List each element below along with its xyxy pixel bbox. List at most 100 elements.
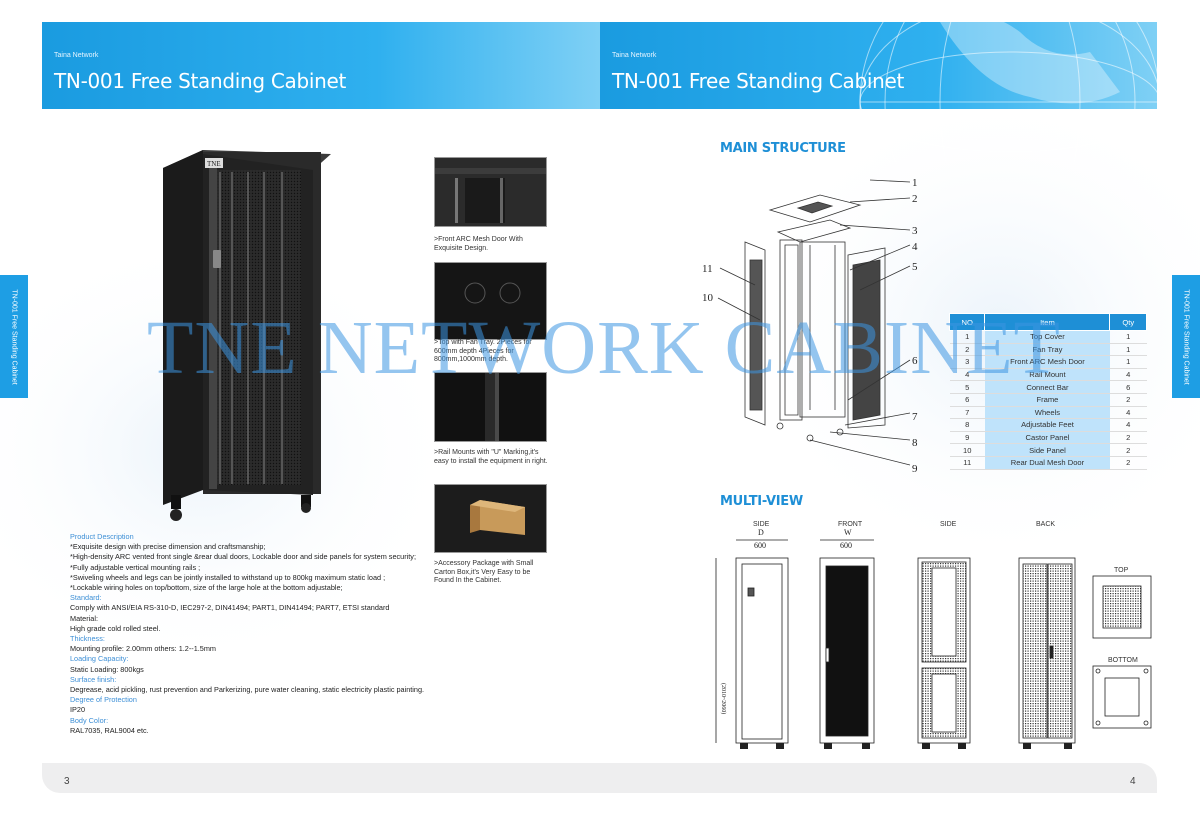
side-tab-left: TN-001 Free Standing Cabinet xyxy=(0,275,28,398)
spec-heading-protection: Degree of Protection xyxy=(70,695,137,705)
parts-cell-qty: 1 xyxy=(1109,343,1147,357)
spec-heading-color: Body Color: xyxy=(70,715,109,725)
thumb-accessory-box xyxy=(434,484,547,553)
spec-heading-material: Material: xyxy=(70,613,98,623)
header-brand: Taina Network xyxy=(54,52,99,59)
spec-heading-description: Product Description xyxy=(70,532,134,541)
spec-surface: Degrease, acid pickling, rust prevention… xyxy=(70,685,425,695)
parts-cell-item: Rail Mount xyxy=(984,368,1110,382)
parts-cell-no: 1 xyxy=(949,330,985,344)
parts-cell-qty: 1 xyxy=(1109,355,1147,369)
spec-color: RAL7035, RAL9004 etc. xyxy=(70,725,149,735)
callout-4: 4 xyxy=(912,241,918,253)
view-label-front: FRONT xyxy=(838,521,863,528)
parts-cell-item: Castor Panel xyxy=(984,431,1110,445)
parts-cell-no: 2 xyxy=(949,343,985,357)
callout-10: 10 xyxy=(702,292,714,304)
caption-front-door: >Front ARC Mesh Door With Exquisite Desi… xyxy=(434,236,523,252)
view-label-back: BACK xyxy=(1036,521,1056,528)
dim-label-600: 600 xyxy=(840,541,852,550)
side-tab-label: TN-001 Free Standing Cabinet xyxy=(1182,288,1190,385)
caption-accessory-box: >Accessory Package with Small Carton Box… xyxy=(434,560,534,584)
spec-material: High grade cold rolled steel. xyxy=(70,623,161,633)
parts-cell-item: Top Cover xyxy=(984,330,1110,344)
callout-2: 2 xyxy=(912,193,918,205)
callout-1: 1 xyxy=(912,177,918,189)
parts-cell-qty: 6 xyxy=(1109,380,1147,394)
exploded-structure-diagram: 1 2 3 4 5 6 7 8 9 10 11 xyxy=(702,177,918,475)
parts-cell-qty: 4 xyxy=(1109,368,1147,382)
header-globe-icon xyxy=(859,0,1160,162)
page-number-right: 4 xyxy=(1130,776,1136,787)
header-right: Taina Network TN-001 Free Standing Cabin… xyxy=(600,0,1160,162)
spec-thickness: Mounting profile: 2.00mm others: 1.2--1.… xyxy=(70,644,216,654)
header-left: Taina Network TN-001 Free Standing Cabin… xyxy=(42,22,600,109)
callout-5: 5 xyxy=(912,261,918,273)
spec-loading: Static Loading: 800kgs xyxy=(70,664,144,674)
parts-cell-item: Adjustable Feet xyxy=(984,418,1110,432)
footer-left xyxy=(42,763,600,793)
side-tab-label: TN-001 Free Standing Cabinet xyxy=(10,288,18,385)
callout-3: 3 xyxy=(912,225,918,237)
parts-cell-item: Fan Tray xyxy=(984,343,1110,357)
cabinet-product-image: TNE xyxy=(163,150,331,521)
parts-cell-item: Wheels xyxy=(984,406,1110,420)
parts-cell-no: 4 xyxy=(949,368,985,382)
parts-cell-no: 10 xyxy=(949,443,985,457)
callout-8: 8 xyxy=(912,437,918,449)
col-item: Item xyxy=(984,313,1111,331)
dim-label-d: D xyxy=(758,528,764,537)
parts-cell-no: 3 xyxy=(949,355,985,369)
col-qty: Qty xyxy=(1109,313,1147,331)
thumb-front-door xyxy=(434,157,547,227)
thumb-rail-mounts xyxy=(434,372,547,442)
spec-standard: Comply with ANSI/EIA RS-310-D, IEC297-2,… xyxy=(70,603,390,613)
spec-line: *High-density ARC vented front single &r… xyxy=(70,552,416,562)
callout-11: 11 xyxy=(702,263,713,275)
multi-view-title: MULTI-VIEW xyxy=(720,494,803,509)
parts-cell-qty: 4 xyxy=(1109,418,1147,432)
parts-cell-item: Frame xyxy=(984,393,1110,407)
parts-cell-item: Rear Dual Mesh Door xyxy=(984,456,1110,470)
parts-cell-qty: 2 xyxy=(1109,456,1147,470)
spec-heading-thickness: Thickness: xyxy=(70,634,105,644)
callout-7: 7 xyxy=(912,411,918,423)
callout-6: 6 xyxy=(912,355,918,367)
view-label-bottom: BOTTOM xyxy=(1108,657,1138,664)
parts-cell-no: 6 xyxy=(949,393,985,407)
view-label-side: SIDE xyxy=(940,521,957,528)
parts-cell-qty: 1 xyxy=(1109,330,1147,344)
dim-label-height: (2010~2060) xyxy=(720,683,727,714)
parts-cell-no: 9 xyxy=(949,431,985,445)
header-title: TN-001 Free Standing Cabinet xyxy=(612,69,905,93)
parts-cell-item: Front ARC Mesh Door xyxy=(984,355,1110,369)
thumb-fan-tray xyxy=(434,262,547,340)
view-label-side: SIDE xyxy=(753,521,770,528)
view-label-top: TOP xyxy=(1114,567,1129,574)
dim-label-w: W xyxy=(844,528,852,537)
parts-cell-no: 7 xyxy=(949,406,985,420)
parts-cell-no: 8 xyxy=(949,418,985,432)
main-structure-title: MAIN STRUCTURE xyxy=(720,141,846,156)
header-title: TN-001 Free Standing Cabinet xyxy=(54,69,347,93)
parts-cell-qty: 2 xyxy=(1109,443,1147,457)
parts-cell-no: 5 xyxy=(949,380,985,394)
callout-9: 9 xyxy=(912,463,918,475)
multi-view-drawings: D 600 W 600 (2010~2060) xyxy=(715,528,1152,749)
cabinet-logo-text: TNE xyxy=(207,160,221,168)
caption-fan-tray: >Top with Fan Tray. 2Pieces for 600mm de… xyxy=(434,339,532,363)
caption-rail-mounts: >Rail Mounts with "U" Marking,it's easy … xyxy=(434,449,548,465)
parts-cell-item: Side Panel xyxy=(984,443,1110,457)
col-no: NO xyxy=(948,313,986,331)
